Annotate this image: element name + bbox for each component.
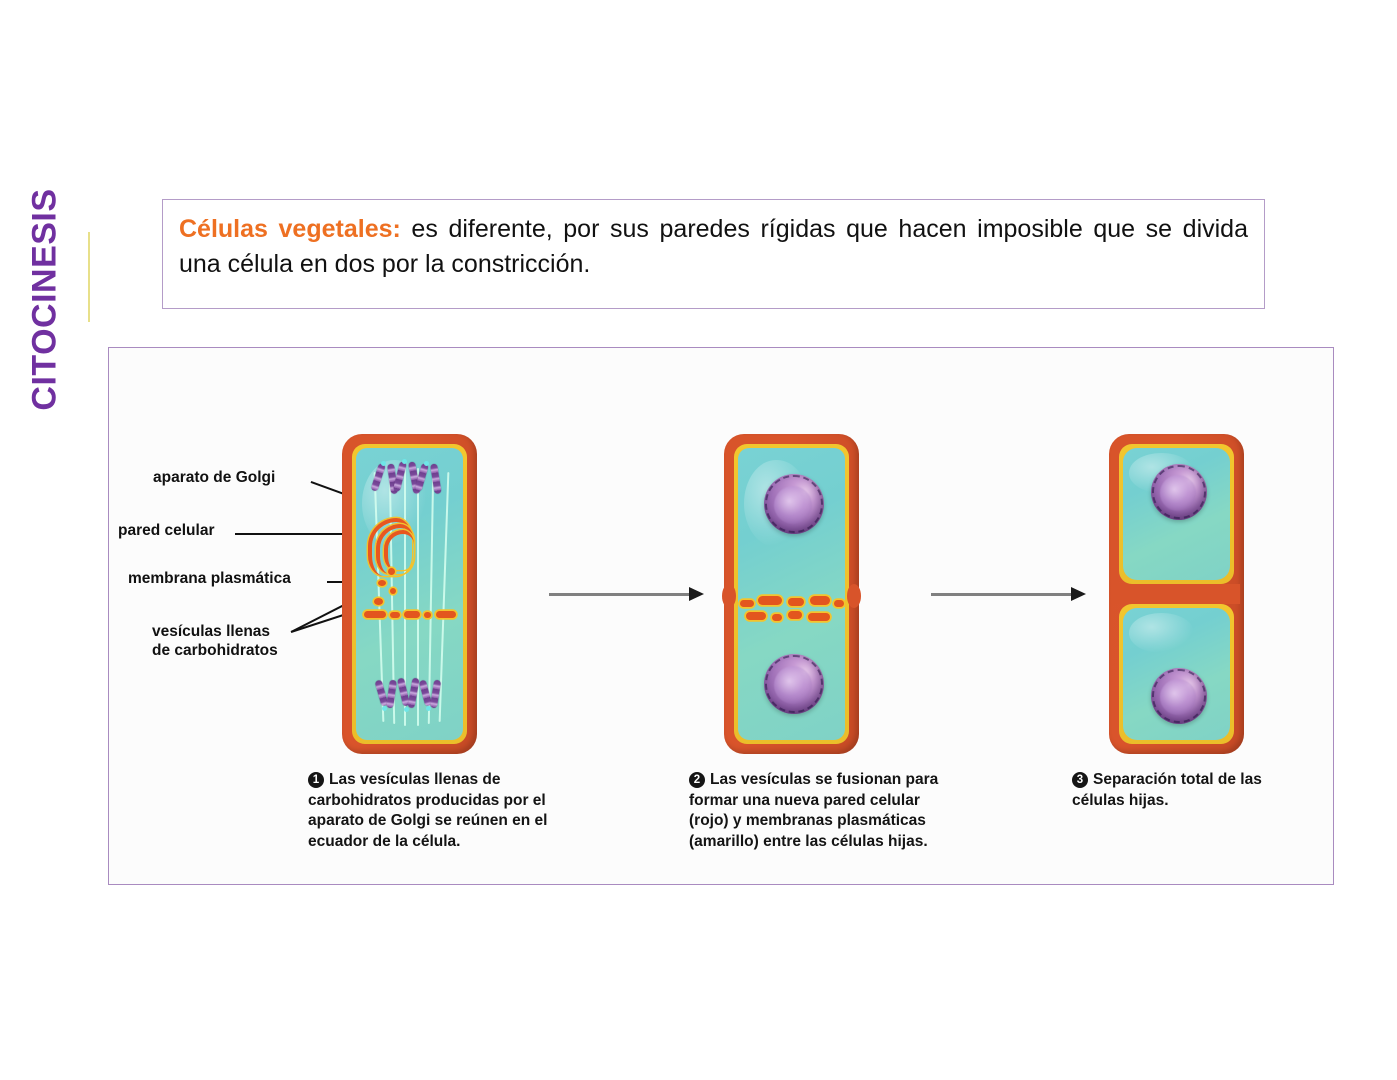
stage-number-2: 2 <box>689 772 705 788</box>
transport-vesicle <box>390 588 396 594</box>
nucleus-daughter-upper <box>1151 464 1207 520</box>
nuclear-envelope <box>765 655 823 713</box>
wall-pinch-left <box>722 584 736 608</box>
arrow-shaft <box>931 593 1073 596</box>
cell-plate-vesicle <box>788 611 802 619</box>
callout-aparato-de-golgi: aparato de Golgi <box>153 469 276 486</box>
leader-line-pared-celular <box>235 533 355 535</box>
cell-plate-vesicle <box>404 611 420 618</box>
cell-plate-vesicle <box>788 598 804 606</box>
spindle-fiber <box>404 468 406 726</box>
chromosome-arm <box>386 679 397 709</box>
wall-pinch-right <box>847 584 861 608</box>
cell-plate-vesicle <box>810 596 830 605</box>
spindle-fiber <box>417 468 419 726</box>
stage-caption-1-text: Las vesículas llenas de carbohidratos pr… <box>308 771 548 850</box>
new-cell-wall <box>1113 584 1240 604</box>
cytoplasm-daughter-upper <box>1123 448 1230 580</box>
cell-diagram-stage-1 <box>342 434 477 754</box>
nucleus-daughter-lower <box>1151 668 1207 724</box>
stage-caption-3-text: Separación total de las células hijas. <box>1072 771 1262 809</box>
transport-vesicle <box>378 580 386 586</box>
cell-plate-vesicle <box>436 611 456 618</box>
golgi-cisterna <box>376 524 414 574</box>
cytoplasm-stage-1 <box>356 448 463 740</box>
kinetochore <box>381 461 386 466</box>
statement-body-text: es diferente, por sus paredes rígidas qu… <box>179 215 1248 278</box>
nuclear-envelope <box>1152 465 1206 519</box>
statement-box: Células vegetales: es diferente, por sus… <box>162 199 1265 309</box>
title-divider-line <box>88 232 90 322</box>
cell-plate-vesicle <box>746 612 766 620</box>
golgi-cisterna <box>384 530 414 570</box>
cell-plate-vesicle <box>808 613 830 621</box>
transport-vesicle <box>374 598 383 605</box>
nuclear-envelope <box>765 475 823 533</box>
section-title-area: CITOCINESIS <box>0 185 90 445</box>
stage-number-1: 1 <box>308 772 324 788</box>
cell-plate-vesicle <box>758 596 782 605</box>
process-arrow-1 <box>549 586 704 602</box>
cytoplasm-stage-2 <box>738 448 845 740</box>
stage-caption-2-text: Las vesículas se fusionan para formar un… <box>689 771 939 850</box>
daughter-nucleus-upper <box>764 474 824 534</box>
section-title: CITOCINESIS <box>25 188 64 411</box>
cell-plate-vesicle <box>834 600 844 607</box>
cell-diagram-stage-3 <box>1109 434 1244 754</box>
cell-diagram-stage-2 <box>722 434 861 754</box>
statement-text: Células vegetales: es diferente, por sus… <box>179 212 1248 281</box>
daughter-nucleus-lower <box>764 654 824 714</box>
callout-vesiculas-line1: vesículas llenas <box>152 623 271 640</box>
figure-panel: aparato de Golgi pared celular membrana … <box>108 347 1334 885</box>
cell-plate-vesicle <box>424 612 431 618</box>
cytoplasm-highlight <box>1129 613 1194 653</box>
cell-plate-vesicle <box>390 612 400 618</box>
kinetochore <box>426 706 431 711</box>
chromosome-arm <box>370 462 386 492</box>
kinetochore <box>382 706 387 711</box>
kinetochore <box>404 707 409 712</box>
golgi-cisterna <box>368 518 412 576</box>
cell-plate-vesicle <box>772 614 782 621</box>
stage-number-3: 3 <box>1072 772 1088 788</box>
transport-vesicle <box>388 568 395 575</box>
leader-line-membrana <box>327 581 355 583</box>
callout-membrana-plasmatica: membrana plasmática <box>128 570 291 587</box>
kinetochore <box>424 461 429 466</box>
statement-lead-label: Células vegetales: <box>179 215 401 243</box>
callout-pared-celular: pared celular <box>118 522 215 539</box>
arrow-shaft <box>549 593 691 596</box>
callout-vesiculas-line2: de carbohidratos <box>152 642 278 659</box>
cytoplasm-daughter-lower <box>1123 608 1230 740</box>
arrow-head <box>689 587 704 601</box>
kinetochore <box>402 459 407 464</box>
cell-plate-vesicle <box>364 611 386 618</box>
arrow-head <box>1071 587 1086 601</box>
cell-plate-vesicle <box>740 600 754 607</box>
process-arrow-2 <box>931 586 1086 602</box>
nuclear-envelope <box>1152 669 1206 723</box>
